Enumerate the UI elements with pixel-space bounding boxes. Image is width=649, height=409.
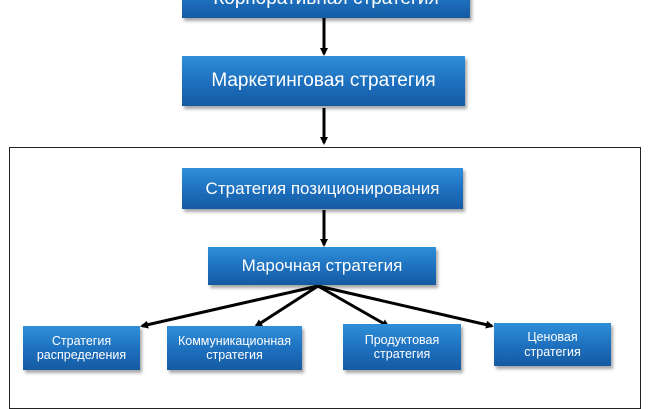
node-brand-strategy: Марочная стратегия (208, 247, 436, 285)
arrow-brand-to-product (317, 284, 390, 328)
node-positioning-strategy: Стратегия позиционирования (182, 168, 463, 209)
node-positioning-label: Стратегия позиционирования (205, 178, 440, 198)
arrow-brand-to-communication (254, 284, 319, 328)
arrow-brand-to-distribution (140, 284, 319, 329)
node-communication-strategy: Коммуникационная стратегия (167, 326, 302, 370)
node-distribution-label: Стратегия распределения (36, 333, 127, 362)
node-distribution-strategy: Стратегия распределения (23, 326, 140, 370)
node-product-strategy: Продуктовая стратегия (343, 324, 461, 370)
node-marketing-strategy: Маркетинговая стратегия (182, 56, 465, 106)
node-price-label: Ценовая стратегия (524, 330, 581, 359)
node-marketing-label: Маркетинговая стратегия (211, 70, 436, 92)
node-corporate-strategy: Корпоративная стратегия (182, 0, 470, 18)
node-price-strategy: Ценовая стратегия (494, 323, 611, 366)
node-corporate-label: Корпоративная стратегия (213, 0, 439, 10)
arrows-layer (140, 18, 494, 329)
node-communication-label: Коммуникационная стратегия (177, 333, 291, 362)
node-brand-label: Марочная стратегия (241, 256, 403, 276)
arrow-brand-to-price (317, 284, 494, 329)
node-product-label: Продуктовая стратегия (364, 332, 440, 361)
